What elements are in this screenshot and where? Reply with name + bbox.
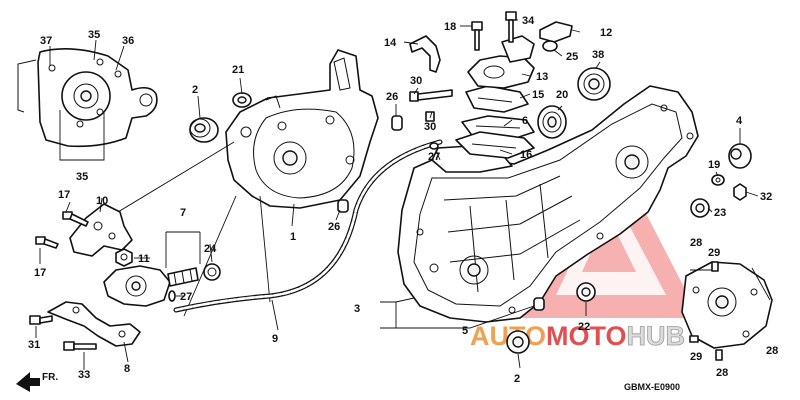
bearing-38	[577, 67, 611, 101]
callout-28-bottom: 28	[716, 367, 728, 379]
callout-16: 16	[520, 149, 532, 161]
dowel-pin-26-right	[391, 115, 403, 131]
gasket-16	[455, 131, 535, 159]
watermark-triangle-core	[582, 215, 636, 272]
bearing-20	[537, 105, 567, 139]
leader-lines	[35, 19, 759, 370]
callout-27-right: 27	[428, 151, 440, 163]
callout-4: 4	[736, 115, 743, 127]
callout-30-bottom: 30	[424, 121, 436, 133]
bearing-4	[728, 143, 752, 169]
crankcase-cover-plate	[17, 39, 158, 161]
callout-22: 22	[578, 321, 590, 333]
callout-5: 5	[462, 325, 468, 337]
bolt-28-bottom	[715, 349, 723, 361]
bolt-29-bottom	[689, 335, 699, 343]
o-ring-27-right	[429, 142, 439, 150]
right-side-cover	[681, 261, 773, 349]
watermark-moto: MOTO	[546, 321, 627, 351]
washer-19	[711, 174, 725, 186]
callout-34: 34	[522, 15, 535, 27]
callout-2-bottom: 2	[514, 373, 520, 385]
callout-20: 20	[556, 89, 568, 101]
callout-26-left: 26	[328, 221, 340, 233]
callout-26-right: 26	[386, 91, 398, 103]
callout-6: 6	[522, 115, 528, 127]
nut-11	[115, 248, 133, 267]
clamp-14	[409, 35, 441, 73]
callout-31: 31	[28, 339, 40, 351]
callout-27-left: 27	[180, 291, 192, 303]
callout-24: 24	[204, 243, 217, 255]
oil-seal-21	[232, 92, 252, 108]
oil-seal-22	[576, 282, 596, 302]
bolt-29-right	[711, 261, 719, 272]
oil-pump-7	[103, 265, 199, 307]
bearing-2-left	[189, 117, 219, 143]
callout-32: 32	[760, 191, 772, 203]
bolt-31	[29, 315, 53, 325]
callout-30-top: 30	[410, 75, 422, 87]
callout-10: 10	[96, 195, 108, 207]
callout-17-bottom: 17	[34, 267, 46, 279]
front-arrow: FR.	[16, 372, 58, 392]
callout-29-bottom: 29	[690, 351, 702, 363]
callout-14: 14	[384, 37, 397, 49]
callout-35-top: 35	[88, 29, 100, 41]
callout-8: 8	[124, 363, 130, 375]
intake-manifold-13	[467, 35, 535, 89]
callout-29-top: 29	[708, 247, 720, 259]
bracket-10	[69, 203, 133, 257]
bolt-30-top	[409, 89, 453, 102]
o-ring-27-left	[168, 290, 176, 302]
bolt-32	[733, 183, 747, 201]
o-ring-24	[203, 263, 221, 281]
callout-25: 25	[566, 51, 578, 63]
bearing-2-bottom	[506, 330, 530, 354]
front-arrow-label: FR.	[42, 372, 58, 383]
leader-10-11	[107, 141, 235, 219]
leader-9	[183, 195, 271, 317]
callout-37: 37	[40, 35, 52, 47]
callout-1: 1	[290, 231, 296, 243]
o-ring-25	[542, 40, 558, 52]
callout-23: 23	[714, 207, 726, 219]
dowel-pin-26-left	[337, 199, 349, 213]
callout-3: 3	[354, 303, 360, 315]
bolt-17-bottom	[35, 236, 59, 249]
callout-11: 11	[138, 253, 150, 265]
callout-15: 15	[532, 89, 544, 101]
callout-13: 13	[536, 71, 548, 83]
figure-code: GBMX-E0900	[624, 382, 680, 392]
callout-7: 7	[180, 207, 186, 219]
callout-17-top: 17	[58, 189, 70, 201]
callout-33: 33	[78, 369, 90, 381]
callout-28-right: 28	[766, 345, 778, 357]
callout-21: 21	[232, 64, 244, 76]
callout-19: 19	[708, 159, 720, 171]
callout-28-top: 28	[690, 237, 702, 249]
callout-35-bottom: 35	[76, 171, 88, 183]
callout-12: 12	[600, 27, 612, 39]
left-crankcase-half	[225, 49, 379, 209]
bolt-30-bottom	[425, 111, 435, 122]
bolt-18	[471, 21, 483, 51]
callout-2-left: 2	[192, 84, 198, 96]
cap-12	[539, 21, 573, 43]
callout-38: 38	[592, 49, 604, 61]
callout-labels: 37 35 36 35 21 2 1 26 17 10 17 11 7 24 2…	[28, 15, 778, 385]
watermark-hub: HUB	[627, 321, 686, 351]
oil-seal-23	[690, 198, 710, 218]
callout-9: 9	[272, 333, 278, 345]
cable-9	[173, 139, 443, 313]
bolt-33	[63, 341, 97, 351]
bolt-17-top	[62, 211, 89, 227]
insulator-15	[465, 85, 529, 113]
callout-36: 36	[122, 35, 134, 47]
dowel-pin-5	[533, 297, 545, 311]
bracket-8	[47, 301, 141, 347]
callout-18: 18	[444, 21, 456, 33]
